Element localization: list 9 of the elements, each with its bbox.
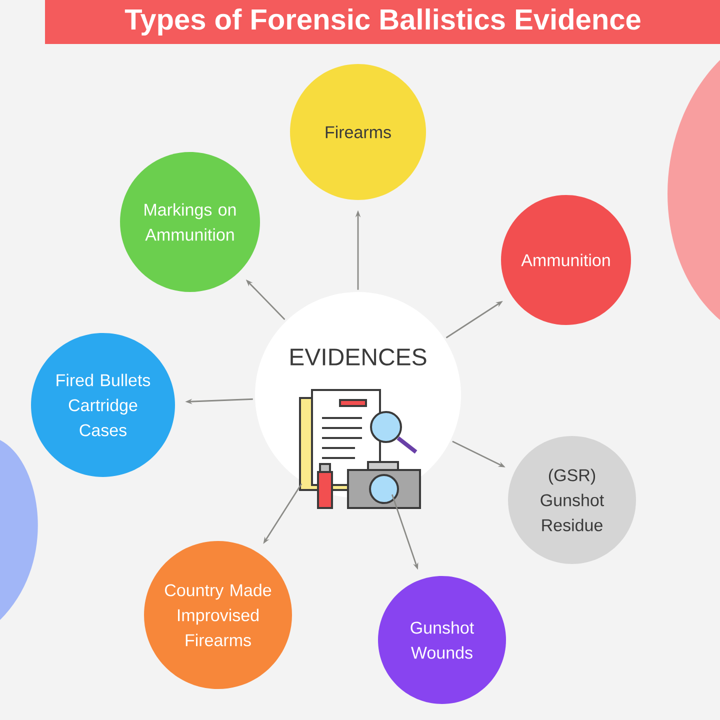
- circle-node: (GSR) Gunshot Residue: [508, 436, 636, 564]
- circle-node: Firearms: [290, 64, 426, 200]
- circle-node: Markings on Ammunition: [120, 152, 260, 292]
- title-banner: Types of Forensic Ballistics Evidence: [45, 0, 720, 44]
- circle-node: Gunshot Wounds: [378, 576, 506, 704]
- circle-node: Fired Bullets Cartridge Cases: [31, 333, 175, 477]
- circle-node: Ammunition: [501, 195, 631, 325]
- circle-node: Country Made Improvised Firearms: [144, 541, 292, 689]
- hub-label: EVIDENCES: [290, 348, 426, 366]
